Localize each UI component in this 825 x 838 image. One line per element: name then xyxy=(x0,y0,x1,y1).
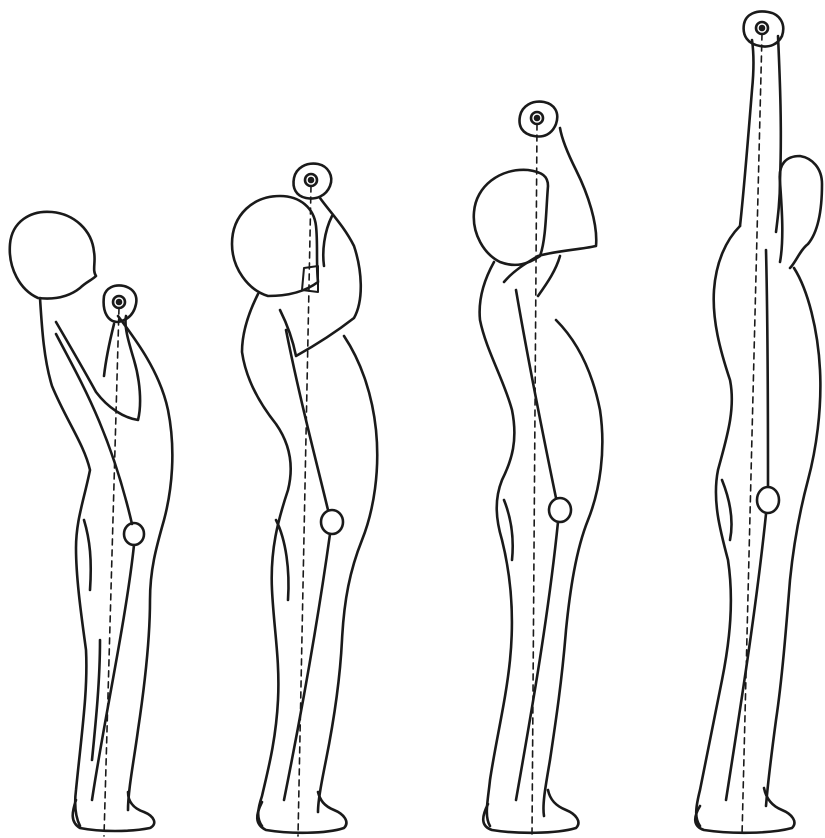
figure-4 xyxy=(695,12,822,837)
figure-4-hip-joint xyxy=(757,487,779,513)
figure-4-bar-path xyxy=(742,34,762,836)
figure-4-front xyxy=(766,268,820,806)
figure-1-torso xyxy=(40,298,90,826)
figure-2-feet xyxy=(257,792,346,833)
figure-3-hip-joint xyxy=(549,498,571,522)
figure-1-arm xyxy=(56,316,140,420)
figure-3-feet xyxy=(483,790,578,833)
figure-2-hip-joint xyxy=(321,510,343,534)
figure-1 xyxy=(10,212,173,836)
figure-2-bar-path xyxy=(298,186,311,836)
figure-1-front xyxy=(118,316,172,810)
figure-2 xyxy=(232,164,377,836)
figure-4-head xyxy=(780,156,822,268)
figure-3-body-line xyxy=(516,290,558,800)
figure-4-arm xyxy=(740,36,781,232)
figure-3-arm xyxy=(504,128,596,282)
figure-3-bar-path xyxy=(532,124,537,836)
figure-2-torso xyxy=(242,294,291,826)
figure-3-torso xyxy=(480,262,515,826)
figure-1-head xyxy=(10,212,96,299)
figure-3 xyxy=(474,102,603,836)
figure-4-torso xyxy=(696,226,740,826)
figure-1-bar-path xyxy=(104,308,119,836)
figure-2-head xyxy=(232,196,318,296)
figure-2-front xyxy=(318,336,377,812)
figure-2-arm xyxy=(280,198,361,356)
figure-1-hip-joint xyxy=(124,523,144,545)
figure-4-feet xyxy=(695,788,794,833)
figure-1-feet xyxy=(73,792,155,831)
